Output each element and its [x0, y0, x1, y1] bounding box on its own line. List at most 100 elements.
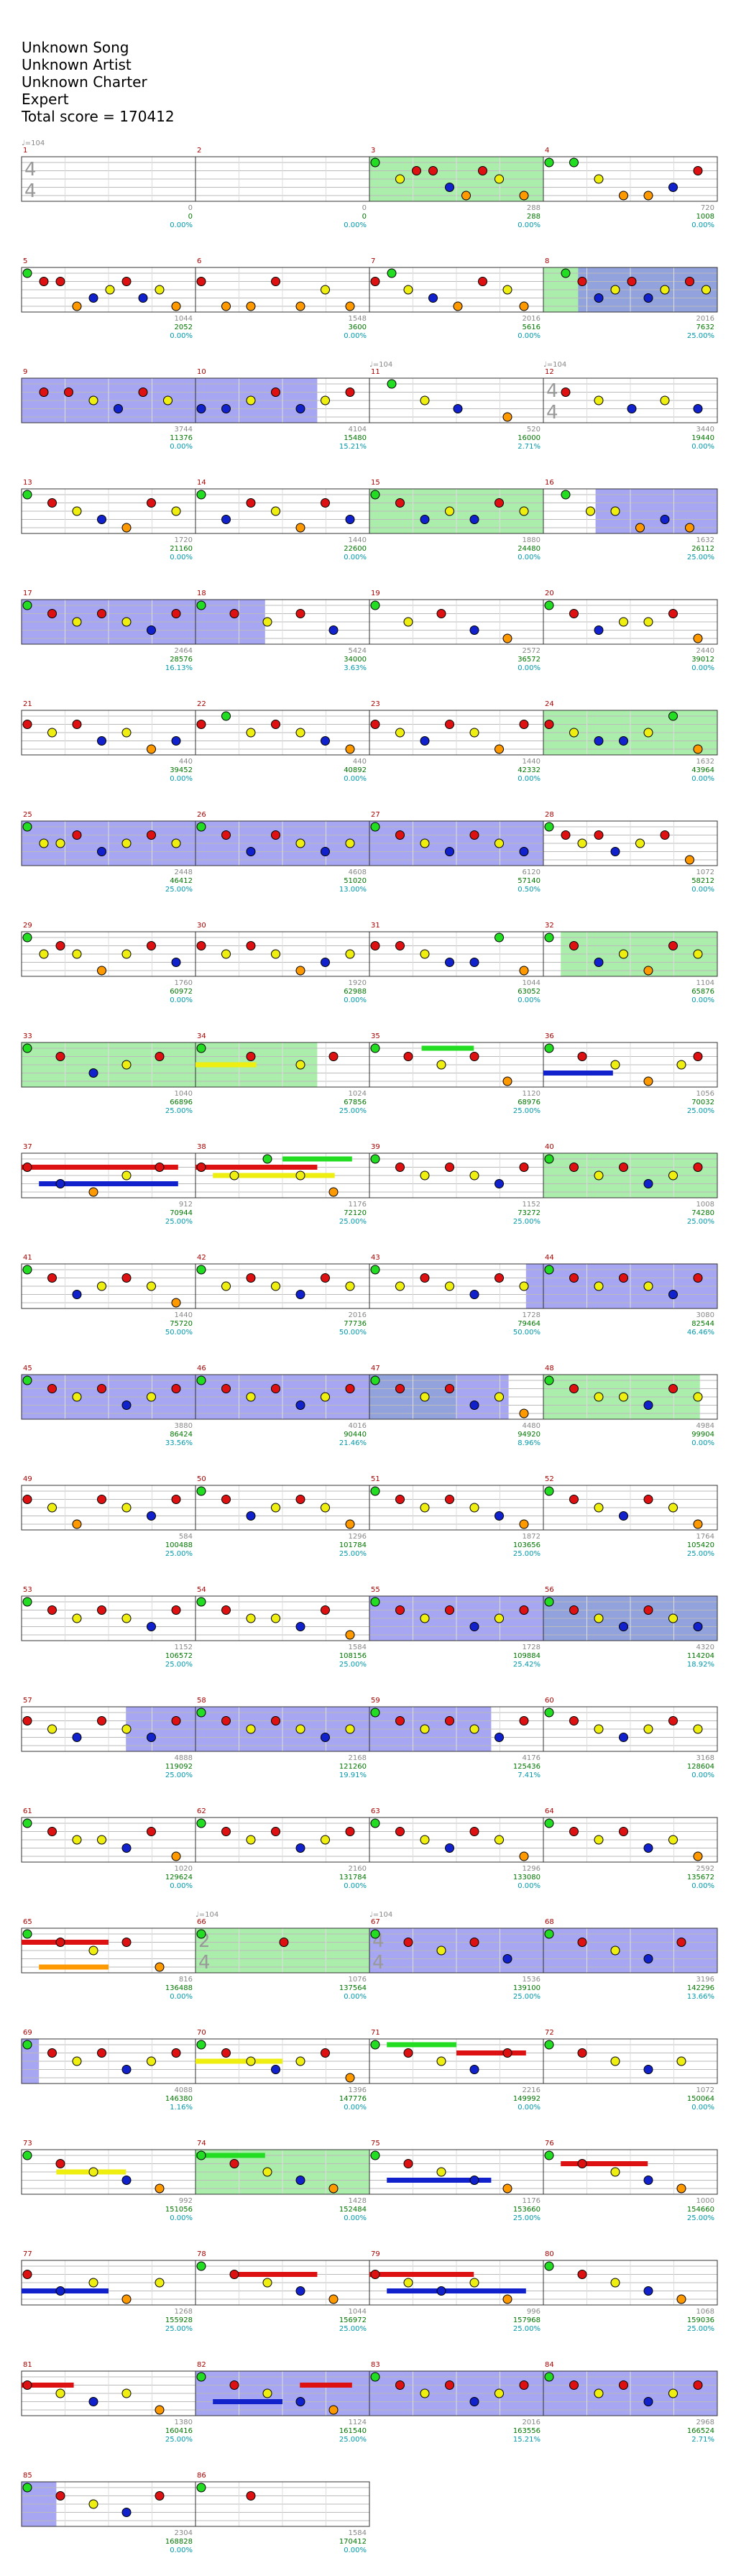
- note-gem: [445, 1843, 454, 1853]
- note-gem: [428, 166, 438, 175]
- note-gem: [519, 301, 529, 311]
- note-gem: [610, 2278, 620, 2288]
- note-gem: [196, 1597, 206, 1607]
- measure-score: 105420: [687, 1541, 714, 1549]
- measure-offset: 1072: [696, 868, 714, 876]
- measure-percent: 13.66%: [687, 1993, 714, 2001]
- measure-number: 78: [197, 2250, 206, 2258]
- note-gem: [643, 191, 653, 201]
- note-gem: [594, 958, 604, 967]
- note-gem: [321, 2048, 330, 2058]
- note-gem: [502, 285, 512, 295]
- note-gem: [370, 1486, 380, 1496]
- note-gem: [643, 728, 653, 738]
- note-gem: [121, 2294, 132, 2304]
- note-gem: [196, 2040, 206, 2050]
- note-gem: [395, 1495, 405, 1504]
- note-gem: [403, 2278, 413, 2288]
- measure-score: 0: [362, 213, 367, 221]
- note-gem: [47, 728, 57, 738]
- measure-offset: 1024: [349, 1090, 367, 1098]
- note-gem: [395, 941, 405, 950]
- measure-offset: 2448: [175, 868, 193, 876]
- measure-offset: 1044: [349, 2308, 367, 2316]
- note-gem: [594, 1392, 604, 1402]
- note-gem: [271, 1827, 280, 1836]
- measure-number: 16: [545, 479, 554, 487]
- note-gem: [693, 1273, 703, 1283]
- difficulty-label: Expert: [22, 91, 69, 108]
- measure-number: 64: [545, 1807, 554, 1815]
- measure-score: 28576: [170, 656, 193, 664]
- note-gem: [619, 949, 628, 959]
- sustain-tail: [22, 2383, 74, 2388]
- measure-score: 3600: [349, 324, 367, 331]
- note-gem: [610, 1945, 620, 1956]
- note-gem: [668, 711, 678, 721]
- note-gem: [643, 2286, 653, 2296]
- measure-number: 68: [545, 1918, 554, 1926]
- measure-number: 77: [23, 2250, 32, 2258]
- measure-offset: 2592: [696, 1865, 714, 1873]
- note-gem: [246, 2056, 256, 2066]
- tempo-marker: ♩=104: [369, 361, 392, 369]
- note-gem: [370, 1929, 380, 1939]
- note-gem: [22, 932, 32, 943]
- measure-number: 24: [545, 700, 554, 708]
- note-gem: [47, 1724, 57, 1734]
- note-gem: [594, 1503, 604, 1513]
- note-gem: [196, 1818, 206, 1828]
- measure-frame: [543, 1595, 718, 1641]
- note-gem: [295, 1724, 305, 1734]
- note-gem: [155, 1052, 165, 1061]
- note-gem: [403, 2159, 413, 2168]
- measure-offset: 4104: [349, 426, 367, 434]
- measure-percent: 33.56%: [165, 1439, 193, 1447]
- measure-offset: 440: [179, 758, 193, 766]
- note-gem: [246, 2491, 256, 2501]
- note-gem: [469, 1170, 479, 1181]
- note-gem: [55, 941, 65, 950]
- note-gem: [469, 830, 479, 840]
- note-gem: [321, 498, 330, 508]
- measure-percent: 0.00%: [691, 1439, 714, 1447]
- measure-percent: 0.00%: [344, 1993, 367, 2001]
- note-gem: [121, 1613, 132, 1623]
- note-gem: [453, 404, 463, 413]
- note-gem: [171, 1384, 181, 1393]
- note-gem: [229, 2159, 239, 2168]
- note-gem: [643, 2397, 653, 2406]
- note-gem: [295, 609, 305, 618]
- measure-percent: 0.00%: [518, 554, 540, 562]
- measure-number: 26: [197, 811, 206, 819]
- measure-offset: 520: [527, 426, 540, 434]
- note-gem: [88, 2499, 98, 2509]
- note-gem: [436, 2167, 446, 2177]
- note-gem: [171, 958, 181, 967]
- note-gem: [328, 2183, 339, 2194]
- note-gem: [594, 1170, 604, 1181]
- note-gem: [478, 166, 487, 175]
- note-gem: [196, 404, 206, 413]
- measure-score: 82544: [691, 1320, 714, 1328]
- sustain-tail: [456, 2050, 526, 2055]
- note-gem: [155, 2278, 165, 2288]
- measure-score: 161540: [339, 2427, 367, 2435]
- note-gem: [676, 1060, 686, 1070]
- measure-percent: 25.00%: [165, 1218, 193, 1226]
- note-gem: [171, 1716, 181, 1725]
- measure-offset: 2304: [175, 2529, 193, 2537]
- note-gem: [221, 1827, 231, 1836]
- note-gem: [295, 2056, 305, 2066]
- measure-offset: 1920: [349, 979, 367, 987]
- measure-number: 35: [371, 1032, 380, 1040]
- measure-offset: 1104: [696, 979, 714, 987]
- measure-percent: 0.00%: [691, 1771, 714, 1779]
- note-gem: [403, 2048, 413, 2058]
- measure-score: 70944: [170, 1209, 193, 1217]
- note-gem: [321, 1733, 330, 1742]
- sustain-tail: [543, 1071, 613, 1076]
- note-gem: [643, 1179, 653, 1188]
- measure-offset: 1000: [696, 2197, 714, 2205]
- note-gem: [246, 498, 256, 508]
